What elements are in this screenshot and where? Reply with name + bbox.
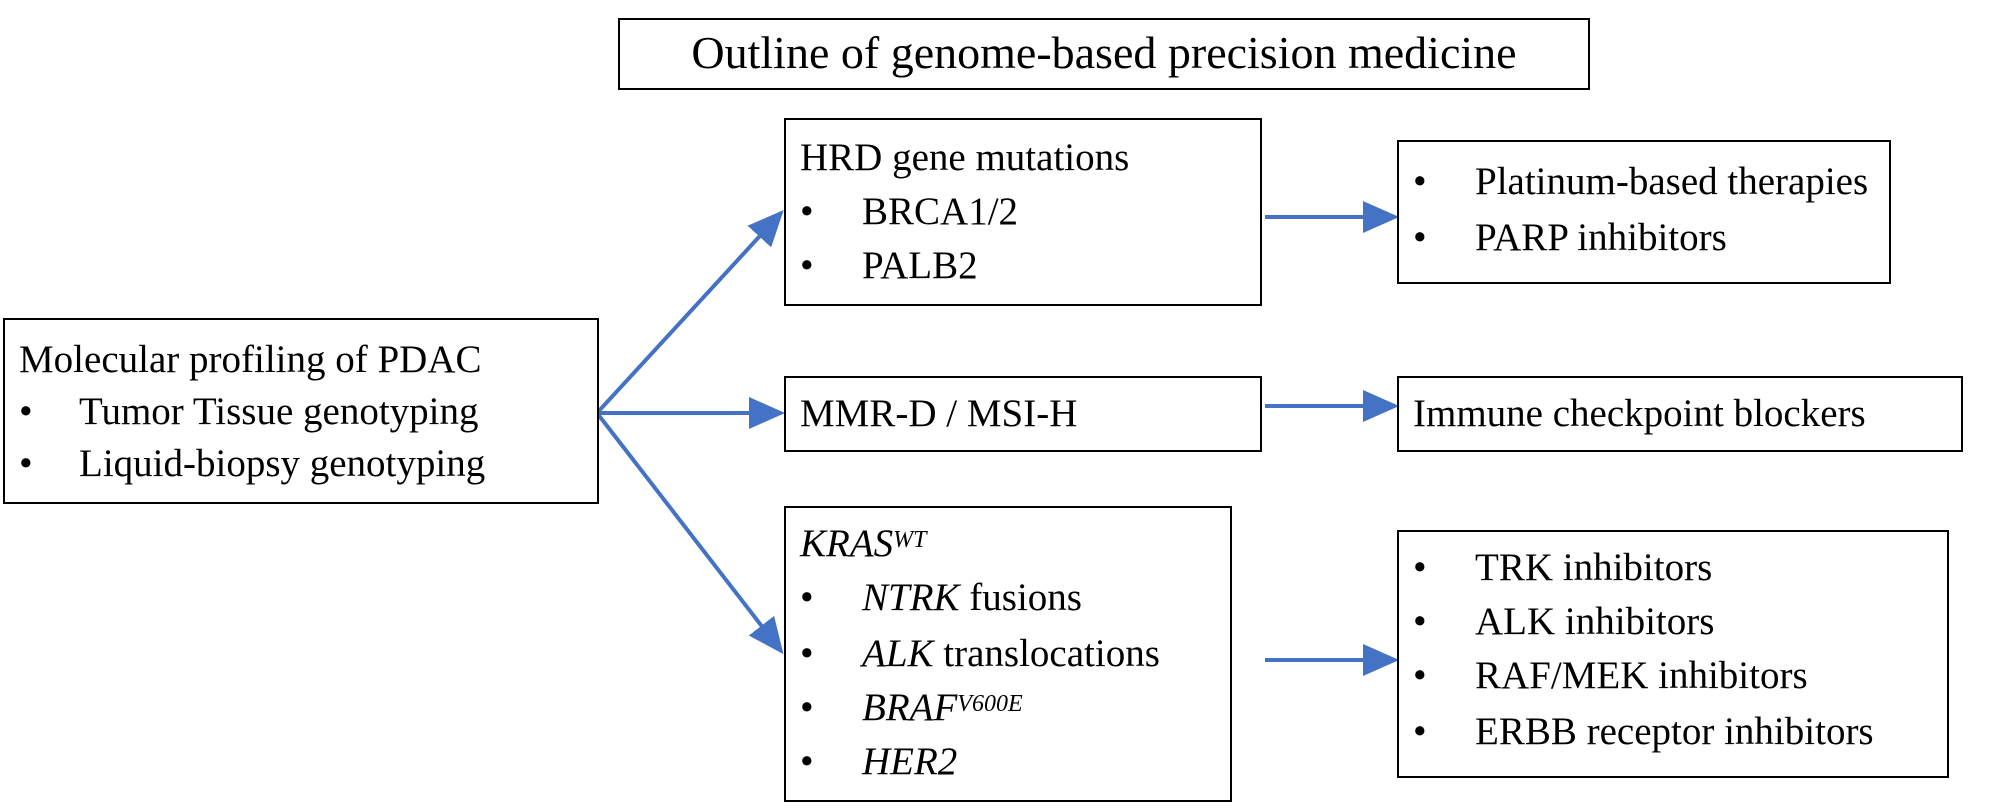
mmr-label: MMR-D / MSI-H [800, 392, 1078, 435]
immune-checkpoint-box: Immune checkpoint blockers [1397, 376, 1963, 452]
bullet: • [1413, 216, 1427, 259]
bullet: • [1413, 546, 1427, 589]
kras-item-ntrk: NTRK fusions [862, 576, 1082, 619]
bullet: • [1413, 654, 1427, 697]
arrow-profiling-to-kras [595, 411, 784, 655]
bullet: • [800, 686, 814, 729]
inhibitor-item-raf-mek: RAF/MEK inhibitors [1475, 654, 1808, 697]
bullet: • [19, 442, 33, 485]
hrd-item-brca: BRCA1/2 [862, 190, 1019, 233]
bullet: • [1413, 600, 1427, 643]
hrd-heading: HRD gene mutations [800, 136, 1130, 179]
title-box: Outline of genome-based precision medici… [618, 18, 1590, 90]
therapy-item-parp: PARP inhibitors [1475, 216, 1727, 259]
mmr-box: MMR-D / MSI-H [784, 376, 1262, 452]
kras-heading: KRASWT [800, 522, 927, 566]
molecular-profiling-heading: Molecular profiling of PDAC [19, 338, 482, 381]
bullet: • [800, 190, 814, 233]
kras-box: KRASWT • NTRK fusions • ALK translocatio… [784, 506, 1232, 802]
kras-item-her2: HER2 [862, 740, 958, 783]
inhibitor-item-erbb: ERBB receptor inhibitors [1475, 710, 1874, 753]
profiling-item-tissue: Tumor Tissue genotyping [79, 390, 479, 433]
profiling-item-liquid: Liquid-biopsy genotyping [79, 442, 486, 485]
kras-wt-sup: WT [893, 527, 927, 553]
kras-gene: KRAS [800, 522, 894, 565]
bullet: • [1413, 710, 1427, 753]
platinum-therapies-box: • Platinum-based therapies • PARP inhibi… [1397, 140, 1891, 284]
kras-item-braf: BRAFV600E [862, 686, 1023, 729]
bullet: • [800, 576, 814, 619]
targeted-inhibitors-box: • TRK inhibitors • ALK inhibitors • RAF/… [1397, 530, 1949, 778]
diagram-title: Outline of genome-based precision medici… [691, 27, 1517, 78]
immune-checkpoint-label: Immune checkpoint blockers [1413, 392, 1866, 435]
kras-item-alk: ALK translocations [862, 632, 1160, 675]
therapy-item-platinum: Platinum-based therapies [1475, 160, 1869, 203]
bullet: • [800, 632, 814, 675]
hrd-item-palb2: PALB2 [862, 244, 978, 287]
inhibitor-item-alk: ALK inhibitors [1475, 600, 1715, 643]
bullet: • [19, 390, 33, 433]
bullet: • [800, 740, 814, 783]
bullet: • [800, 244, 814, 287]
molecular-profiling-box: Molecular profiling of PDAC • Tumor Tiss… [3, 318, 599, 504]
bullet: • [1413, 160, 1427, 203]
arrow-profiling-to-hrd [595, 210, 784, 415]
hrd-box: HRD gene mutations • BRCA1/2 • PALB2 [784, 118, 1262, 306]
inhibitor-item-trk: TRK inhibitors [1475, 546, 1713, 589]
